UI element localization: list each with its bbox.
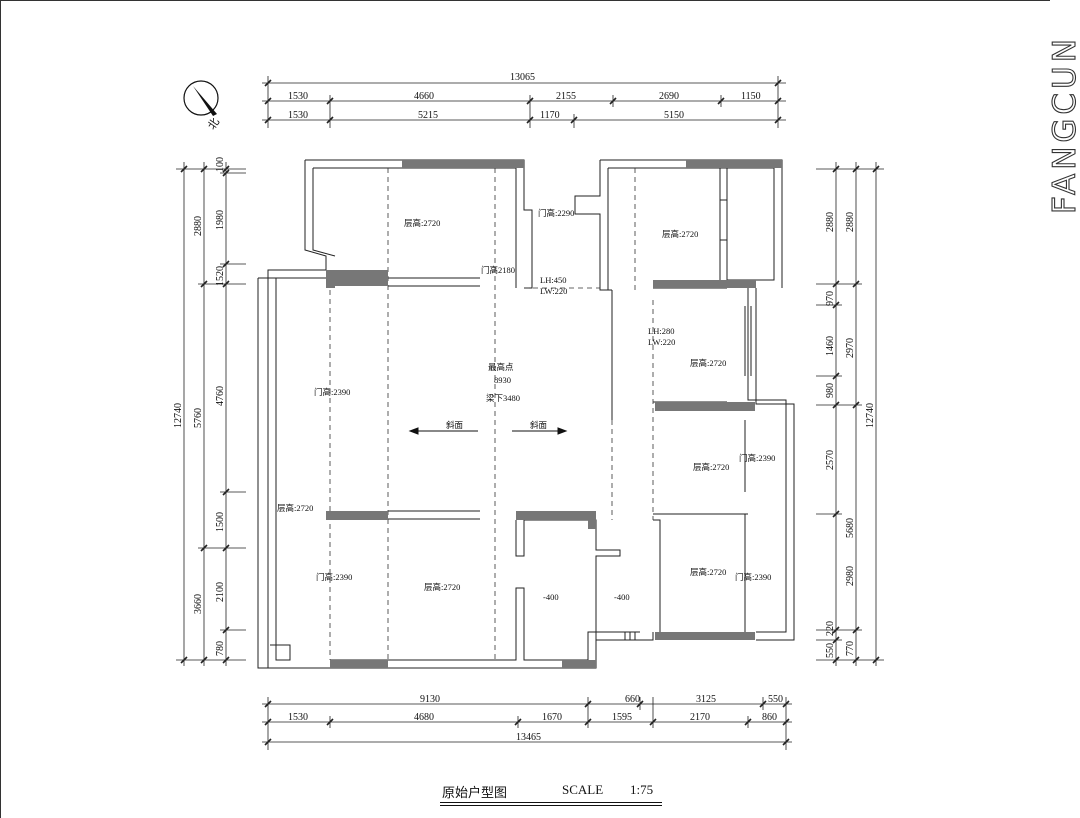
dim-right-in-1: 2880 [825, 212, 836, 232]
label-peak-value: 8930 [494, 375, 511, 385]
right-dimension-labels: 2880 970 1460 980 2570 220 550 2880 2970… [825, 212, 876, 658]
dim-top-5: 1150 [741, 91, 761, 102]
dim-left-mid-1: 2880 [193, 216, 204, 236]
drawing-caption: 原始户型图 SCALE 1:75 [440, 782, 668, 806]
frame-left-line [0, 0, 1, 818]
dim-right-in-7: 550 [825, 643, 836, 658]
frame-top-line [0, 0, 1050, 1]
dim-top-4: 2690 [659, 91, 679, 102]
dim-right-in-2: 970 [825, 291, 836, 306]
label-peak: 最高点 [488, 362, 514, 372]
dim-bottom2-2: 4680 [414, 712, 434, 723]
dim-bottom2-3: 1670 [542, 712, 562, 723]
label-beam: 梁下3480 [486, 393, 520, 403]
top-dimensions [262, 76, 786, 128]
dim-top2-1: 1530 [288, 110, 308, 121]
room-annotations: 层高:2720 门高:2290 层高:2720 门高2180 LH:450 LW… [277, 208, 775, 602]
dim-bottom2-5: 2170 [690, 712, 710, 723]
caption-underline [440, 802, 662, 803]
label-lw220-a: LW:220 [540, 286, 567, 296]
bottom-dimensions [262, 697, 792, 750]
bottom-dimension-labels: 9130 660 3125 550 1530 4680 1670 1595 21… [288, 694, 783, 743]
caption-scale-word: SCALE [562, 782, 604, 797]
label-slope-right: 斜面 [530, 420, 548, 430]
label-height-kitchen: 层高:2720 [404, 218, 440, 228]
dim-right-mid-5: 770 [845, 641, 856, 656]
dim-bottom-total: 13465 [516, 732, 541, 743]
dim-right-in-3: 1460 [825, 336, 836, 356]
structural-columns [326, 160, 782, 668]
label-lh450: LH:450 [540, 275, 566, 285]
label-door-se: 门高:2390 [735, 572, 771, 582]
dim-right-total: 12740 [865, 403, 876, 428]
dim-bottom-4: 550 [768, 694, 783, 705]
caption-title: 原始户型图 [442, 785, 508, 800]
dim-bottom-2: 660 [625, 694, 640, 705]
dim-left-in-3: 1520 [215, 266, 226, 286]
dim-left-in-6: 2100 [215, 582, 226, 602]
dim-bottom2-4: 1595 [612, 712, 632, 723]
caption-underline-2 [440, 805, 662, 806]
left-dimensions [176, 162, 246, 666]
dim-left-in-1: 100 [215, 157, 226, 172]
dim-right-mid-4: 2980 [845, 566, 856, 586]
dim-left-in-7: 780 [215, 641, 226, 656]
label-door-west-1: 门高:2390 [314, 387, 350, 397]
dim-left-mid-3: 3660 [193, 594, 204, 614]
dim-left-in-4: 4760 [215, 386, 226, 406]
dim-left-in-2: 1980 [215, 210, 226, 230]
dim-bottom2-6: 860 [762, 712, 777, 723]
dim-top-total: 13065 [510, 72, 535, 83]
brand-watermark: FANGCUN [1046, 35, 1078, 215]
label-height-bed-ne: 层高:2720 [662, 229, 698, 239]
label-height-bed-se: 层高:2720 [690, 567, 726, 577]
dim-right-mid-1: 2880 [845, 212, 856, 232]
dim-top-2: 4660 [414, 91, 434, 102]
dim-top2-4: 5150 [664, 110, 684, 121]
dim-right-mid-3: 5680 [845, 518, 856, 538]
dim-top2-3: 1170 [540, 110, 560, 121]
dim-right-in-4: 980 [825, 383, 836, 398]
label-height-bed-e2: 层高:2720 [693, 462, 729, 472]
label-minus-400-2: -400 [614, 592, 630, 602]
caption-scale-value: 1:75 [630, 782, 654, 797]
dim-right-in-6: 220 [825, 621, 836, 636]
dim-top2-2: 5215 [418, 110, 438, 121]
dim-bottom2-1: 1530 [288, 712, 308, 723]
walls [257, 159, 795, 669]
slope-arrows [408, 427, 568, 435]
label-lh280: LH:280 [648, 326, 674, 336]
beam-lines [329, 168, 654, 660]
dim-bottom-3: 3125 [696, 694, 716, 705]
dim-bottom-1: 9130 [420, 694, 440, 705]
label-height-bed-e1: 层高:2720 [690, 358, 726, 368]
label-height-west: 层高:2720 [277, 503, 313, 513]
north-compass-icon: 北 [183, 80, 222, 132]
compass-label: 北 [205, 116, 222, 132]
left-dimension-labels: 12740 2880 5760 3660 100 1980 1520 4760 … [173, 157, 226, 656]
label-door-2180: 门高2180 [481, 265, 515, 275]
top-dimension-labels: 13065 1530 4660 2155 2690 1150 1530 5215… [288, 72, 761, 121]
label-door-2290: 门高:2290 [538, 208, 574, 218]
label-minus-400-1: -400 [543, 592, 559, 602]
dim-top-1: 1530 [288, 91, 308, 102]
right-dimensions [816, 162, 884, 666]
brand-text: FANGCUN [1047, 35, 1078, 214]
dim-top-3: 2155 [556, 91, 576, 102]
dim-right-in-5: 2570 [825, 450, 836, 470]
dim-right-mid-2x: 2970 [845, 338, 856, 358]
label-door-west-2: 门高:2390 [316, 572, 352, 582]
dim-left-mid-2: 5760 [193, 408, 204, 428]
dim-left-total: 12740 [173, 403, 184, 428]
label-door-e2: 门高:2390 [739, 453, 775, 463]
label-lw220-b: LW:220 [648, 337, 675, 347]
label-height-south: 层高:2720 [424, 582, 460, 592]
dim-left-in-5: 1500 [215, 512, 226, 532]
label-slope-left: 斜面 [446, 420, 464, 430]
